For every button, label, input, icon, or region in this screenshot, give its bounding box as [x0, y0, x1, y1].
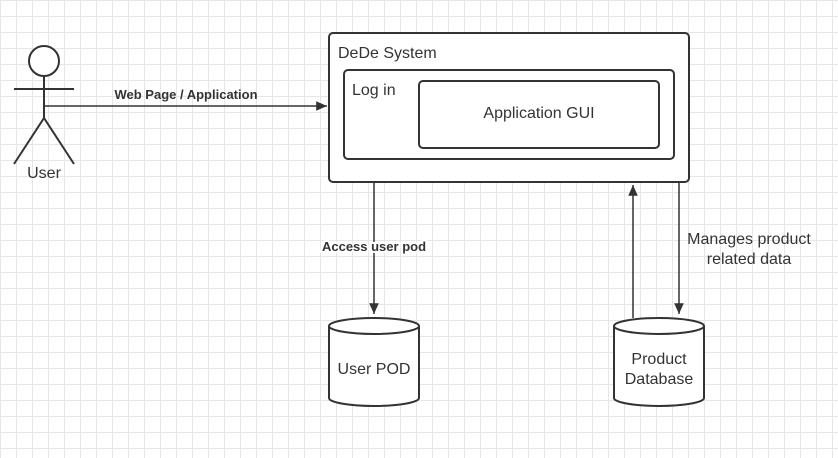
user-pod-body	[328, 326, 420, 407]
edge-system-to-productdb-label: Manages product related data	[687, 231, 811, 268]
edge-system-to-productdb-label-line1: Manages product	[687, 231, 811, 248]
user-actor-label: User	[27, 165, 61, 182]
product-database-label-line2: Database	[625, 371, 694, 388]
product-database-body	[613, 326, 705, 407]
product-database[interactable]	[613, 317, 705, 407]
application-gui-box[interactable]	[418, 80, 660, 149]
user-actor-head	[28, 45, 60, 77]
user-pod-label: User POD	[338, 361, 411, 378]
application-gui-label: Application GUI	[483, 105, 594, 122]
user-actor-left-leg	[13, 117, 45, 165]
user-pod-database[interactable]	[328, 317, 420, 407]
login-label: Log in	[352, 82, 396, 99]
user-actor[interactable]	[13, 45, 75, 165]
user-pod-top	[328, 317, 420, 335]
user-actor-right-leg	[43, 117, 75, 165]
product-database-label-line1: Product	[631, 351, 687, 368]
edge-user-to-system-label: Web Page / Application	[114, 87, 257, 102]
dede-system-title: DeDe System	[338, 45, 437, 62]
edge-system-to-productdb-label-line2: related data	[707, 251, 792, 268]
edge-system-to-userpod-label: Access user pod	[322, 239, 426, 254]
product-database-top	[613, 317, 705, 335]
